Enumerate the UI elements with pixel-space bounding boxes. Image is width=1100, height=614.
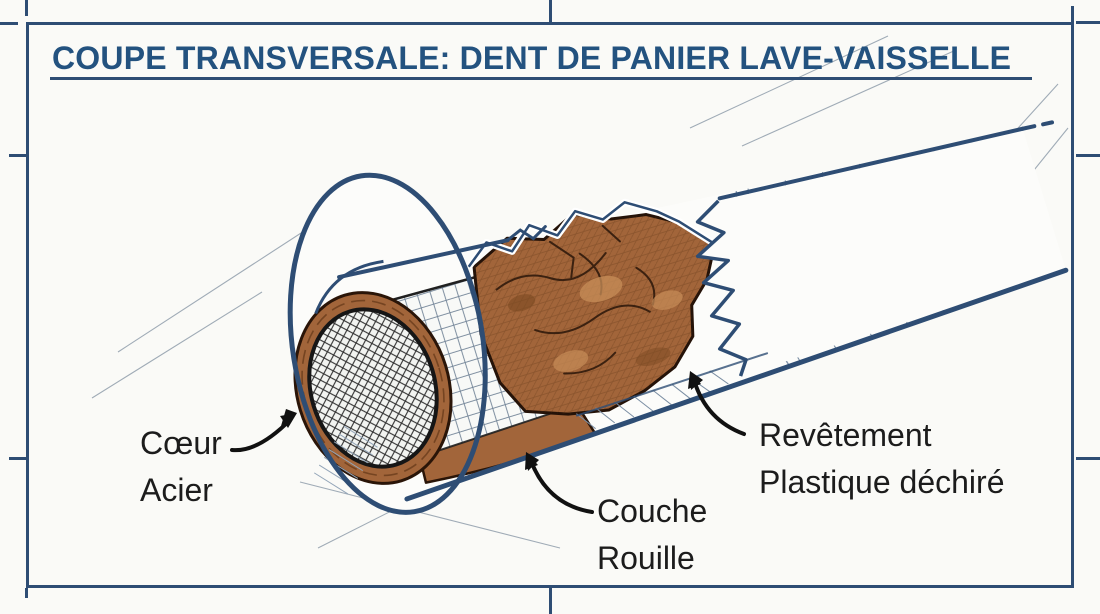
label-line: Plastique déchiré [759,464,1005,500]
label-line: Couche [597,493,708,529]
label-line: Revêtement [759,417,932,453]
frame-tick [25,588,28,598]
label-coeur-acier: Cœur Acier [140,420,222,514]
label-line: Rouille [597,540,695,576]
frame-tick [1076,457,1100,460]
frame-tick [9,457,27,460]
tear-bottom-hatch [576,370,729,430]
arrow-couche-rouille [525,452,594,514]
title-underline [50,77,1032,80]
frame-tick [1076,21,1100,24]
frame-tick [1071,6,1074,24]
arrow-coeur-acier [230,409,297,453]
sleeve-edges [337,120,1069,502]
frame-tick [549,588,552,614]
frame-tick [1076,154,1100,157]
tine-tube [287,120,1069,515]
frame-tick [25,0,28,16]
frame-tick [549,0,552,24]
label-line: Acier [140,472,213,508]
label-couche-rouille: Couche Rouille [597,488,707,582]
label-line: Cœur [140,425,222,461]
frame-tick [0,22,18,25]
frame-tick [9,154,27,157]
label-revetement-plastique: Revêtement Plastique déchiré [759,412,1004,506]
steel-core-face [307,307,439,469]
arrow-revetement [688,371,746,436]
torn-sleeve-top-edge [465,198,715,269]
torn-sleeve-chevron [695,130,1066,377]
page-title: COUPE TRANSVERSALE: DENT DE PANIER LAVE-… [52,40,1012,76]
